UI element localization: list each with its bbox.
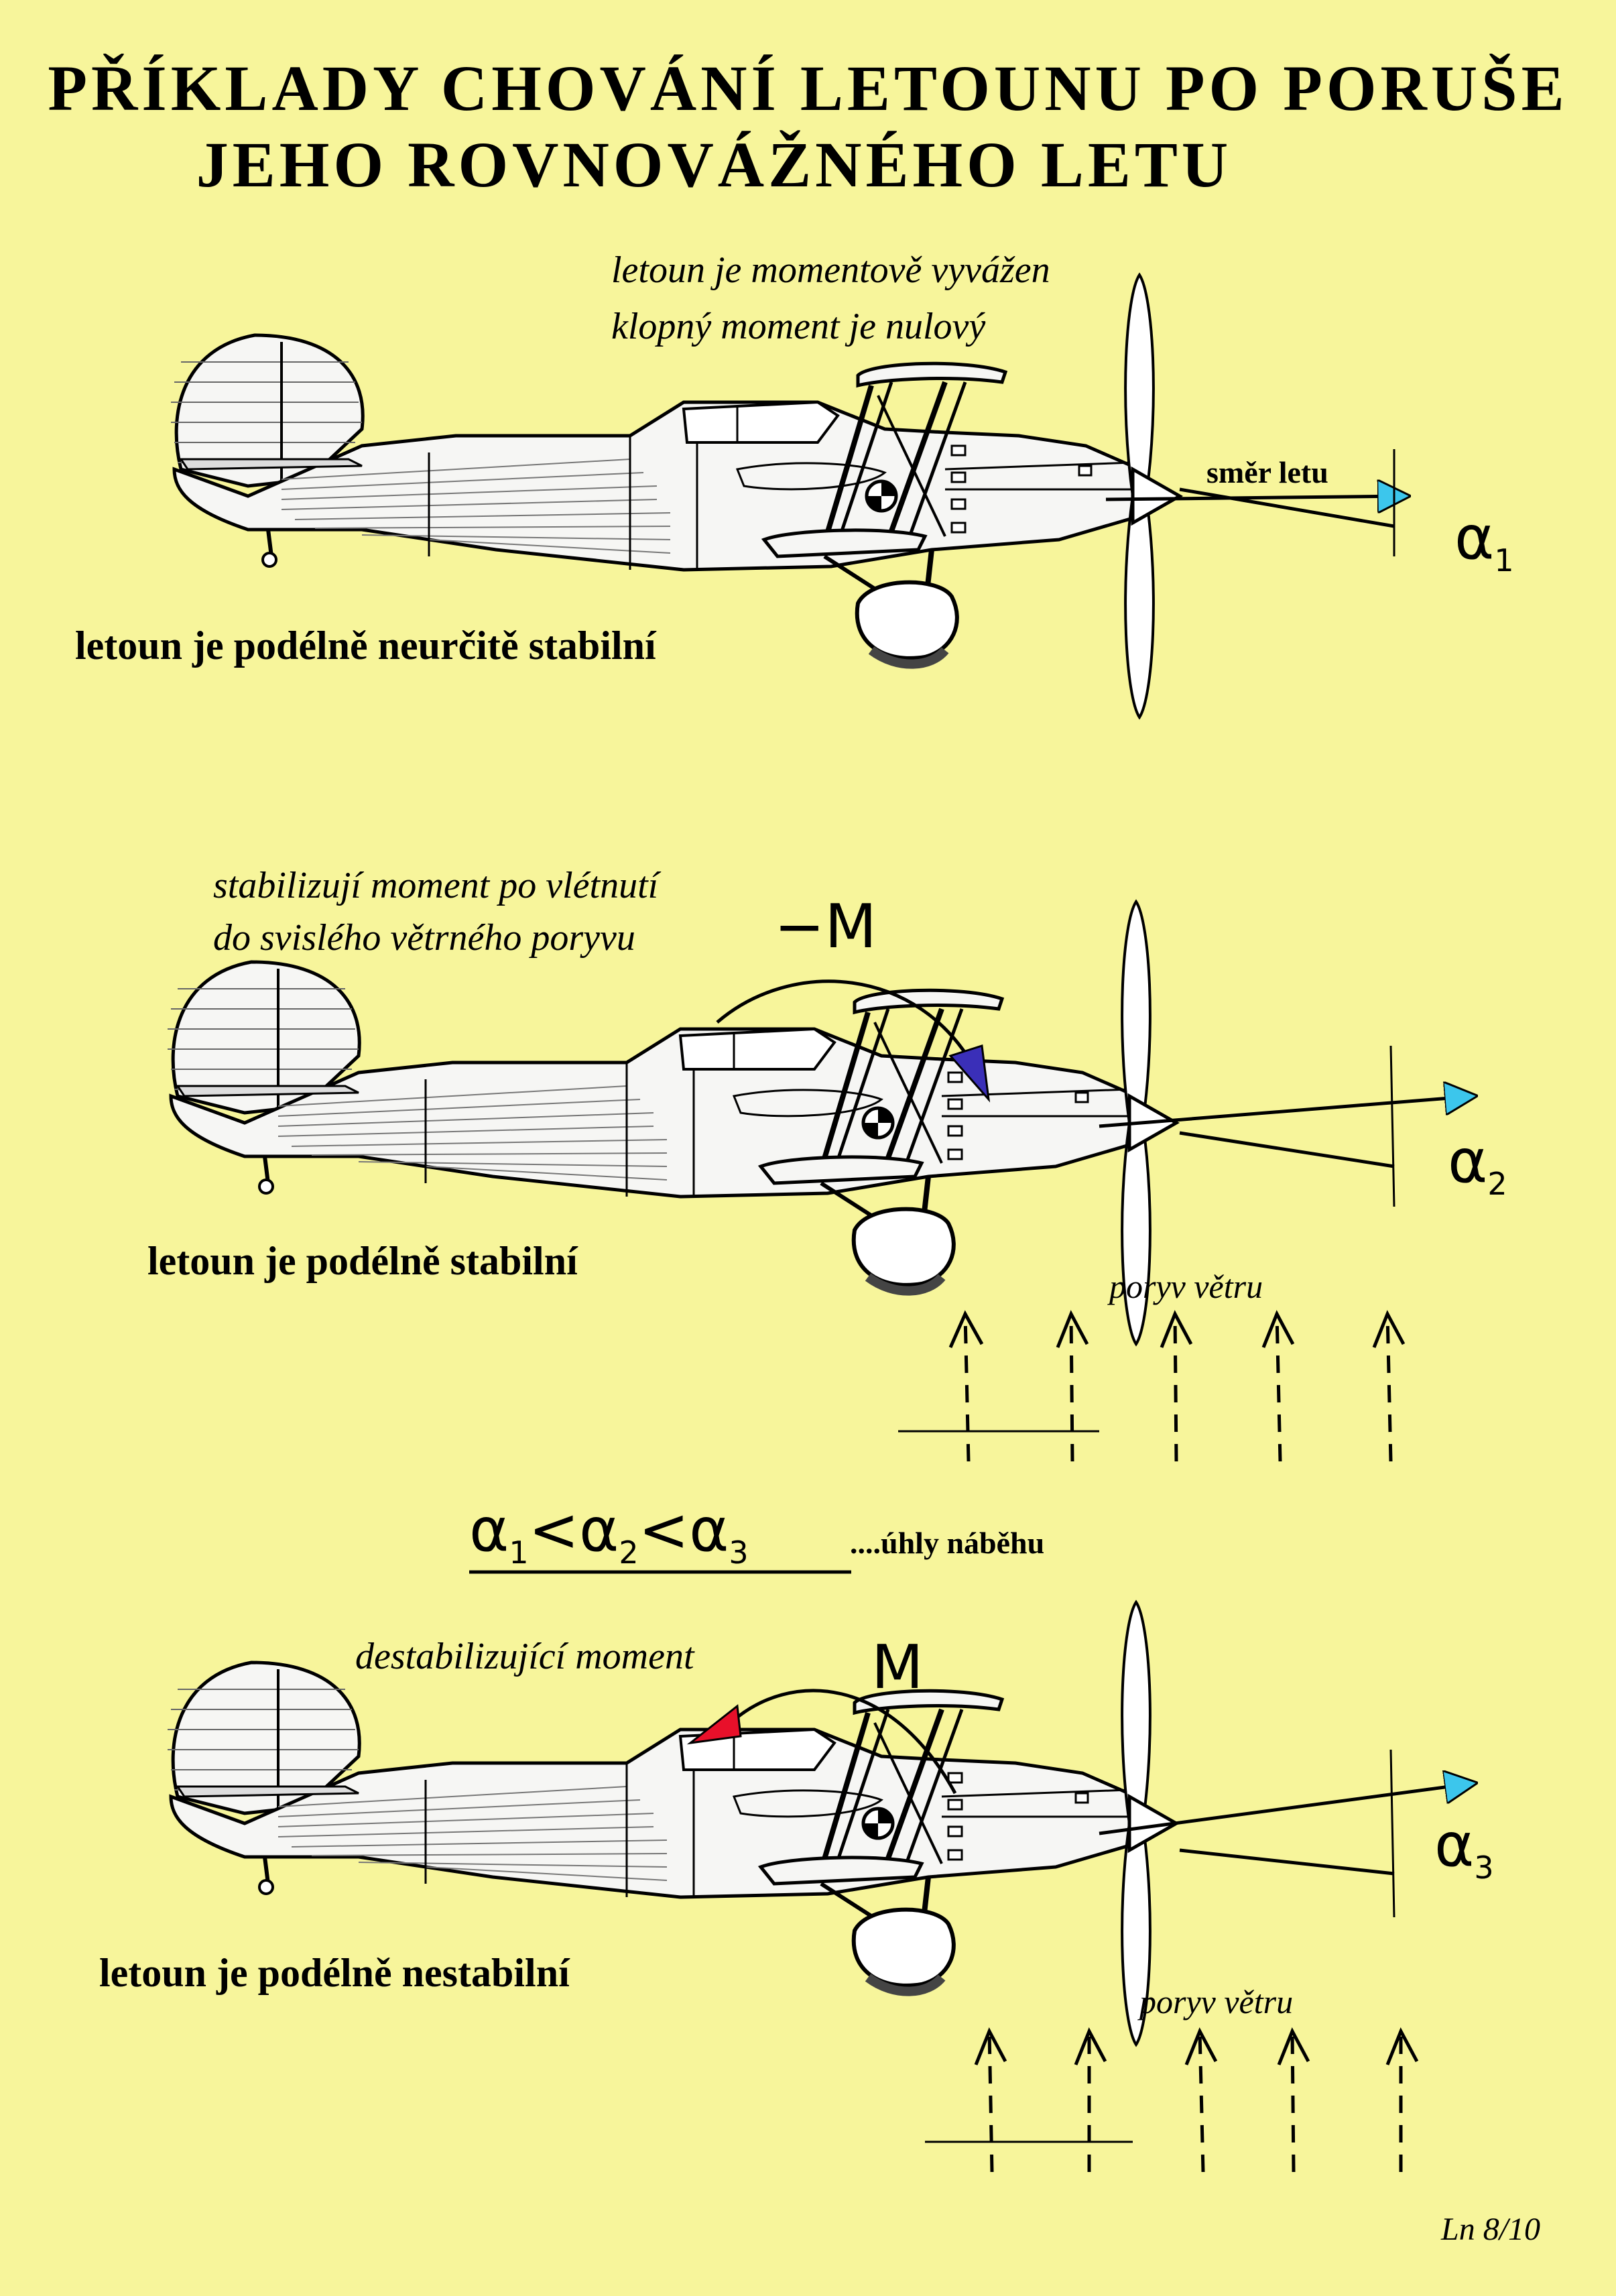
flight-direction-label: směr letu xyxy=(1206,455,1328,489)
moment-arc-3 xyxy=(729,1689,957,1795)
angle-marker-3 xyxy=(1389,1749,1395,1918)
moment-arrowhead-3 xyxy=(686,1704,742,1745)
alpha-1-label: α1 xyxy=(1454,503,1514,579)
moment-arc-2 xyxy=(716,979,977,1071)
panel1-note-line1: letoun je momentově vyvážen xyxy=(611,249,1050,291)
gust-arrows-2 xyxy=(948,1310,1406,1462)
body-axis-2 xyxy=(1179,1131,1395,1168)
moment-label-3: M xyxy=(871,1632,924,1703)
panel1-caption: letoun je podélně neurčitě stabilní xyxy=(75,623,656,668)
body-axis-3 xyxy=(1179,1848,1395,1876)
panel1-note-line2: klopný moment je nulový xyxy=(611,306,986,347)
body-axis-1 xyxy=(1179,487,1395,528)
panel3-gust-label: poryv větru xyxy=(1139,1983,1294,2020)
flight-direction-arrow-1 xyxy=(1105,496,1408,499)
panel2-note-line1: stabilizují moment po vlétnutí xyxy=(213,865,659,906)
alpha-2-label: α2 xyxy=(1448,1126,1507,1202)
title-line-1: PŘÍKLADY CHOVÁNÍ LETOUNU PO PORUŠE xyxy=(48,52,1568,124)
angle-relation-suffix: ....úhly náběhu xyxy=(850,1526,1045,1560)
flight-direction-arrow-3 xyxy=(1099,1783,1475,1835)
moment-arrowhead-2 xyxy=(948,1044,991,1103)
panel3-caption: letoun je podélně nestabilní xyxy=(99,1951,570,1995)
moment-label-2: −M xyxy=(774,892,877,962)
angle-relation: α1<α2<α3 xyxy=(469,1495,749,1571)
flight-direction-arrow-2 xyxy=(1099,1096,1475,1128)
panel3-note: destabilizující moment xyxy=(355,1636,694,1677)
title-line-2: JEHO ROVNOVÁŽNÉHO LETU xyxy=(196,129,1233,200)
gust-arrows-3 xyxy=(974,2027,1419,2173)
alpha-3-label: α3 xyxy=(1434,1810,1494,1886)
panel2-caption: letoun je podélně stabilní xyxy=(147,1239,578,1283)
panel2-note-line2: do svislého větrného poryvu xyxy=(213,917,635,959)
page-code: Ln 8/10 xyxy=(1441,2212,1541,2247)
panel2-gust-label: poryv větru xyxy=(1109,1268,1263,1305)
angle-marker-2 xyxy=(1389,1045,1395,1207)
